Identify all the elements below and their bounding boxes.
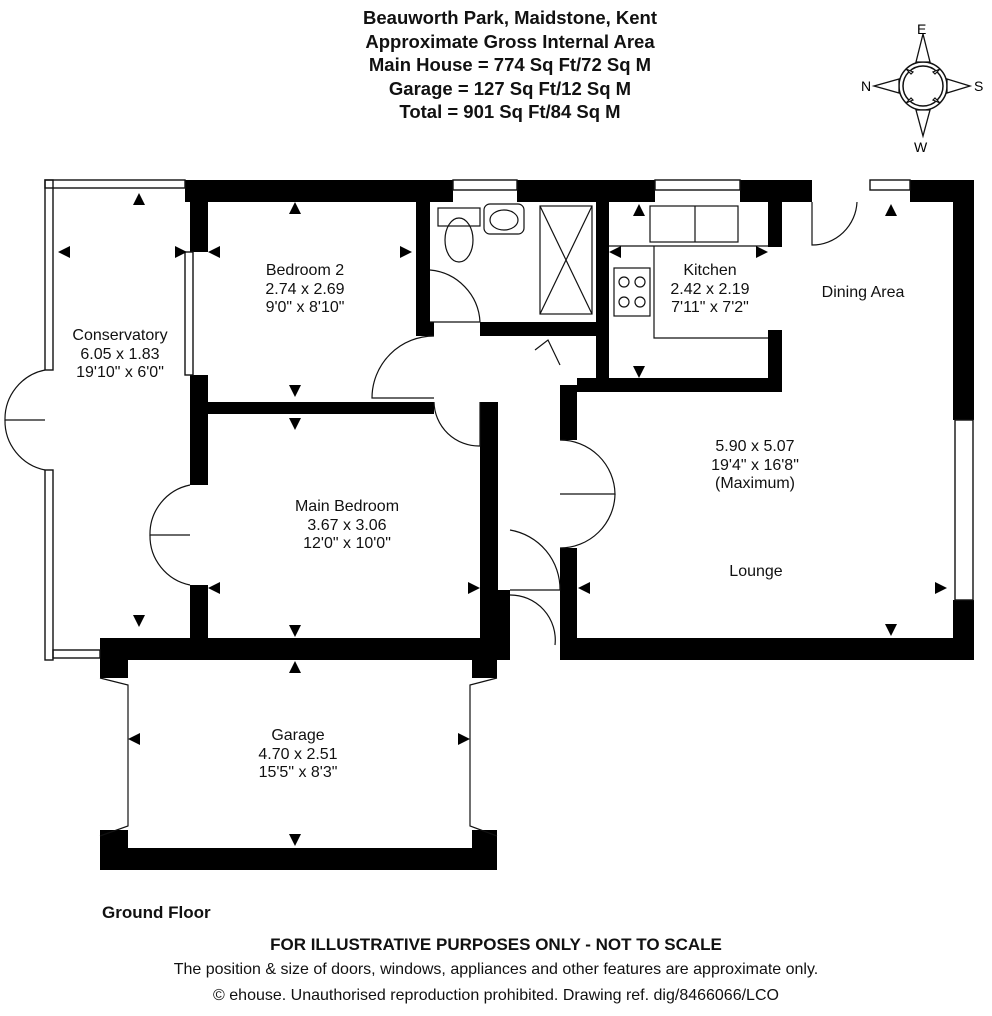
room-metric: 6.05 x 1.83	[80, 345, 160, 363]
room-metric: 2.42 x 2.19	[670, 280, 750, 298]
compass-icon: E N S W	[861, 21, 983, 155]
bathroom-fixtures	[437, 203, 593, 315]
garage-area: Garage = 127 Sq Ft/12 Sq M	[388, 77, 632, 99]
room-garage: Garage 4.70 x 2.51 15'5" x 8'3"	[228, 727, 368, 783]
compass-east-label: E	[917, 21, 926, 37]
copyright-line: © ehouse. Unauthorised reproduction proh…	[213, 987, 779, 1004]
room-name: Dining Area	[821, 284, 905, 301]
room-metric: 2.74 x 2.69	[265, 280, 345, 298]
area-title: Approximate Gross Internal Area	[365, 30, 655, 52]
compass-north-label: N	[861, 78, 871, 94]
room-name: Garage	[271, 727, 325, 744]
footer-note: The position & size of doors, windows, a…	[173, 961, 819, 978]
room-name: Lounge	[729, 563, 783, 580]
toilet-icon	[444, 217, 474, 263]
basin-icon	[489, 209, 519, 231]
room-imperial: 15'5" x 8'3"	[258, 764, 338, 781]
windows	[44, 179, 974, 661]
room-metric: 4.70 x 2.51	[258, 745, 338, 763]
property-address: Beauworth Park, Maidstone, Kent	[363, 7, 657, 28]
shower-icon	[539, 205, 593, 315]
floor-label: Ground Floor	[102, 903, 211, 922]
room-imperial: 9'0" x 8'10"	[265, 299, 345, 316]
room-imperial: 7'11" x 7'2"	[671, 299, 749, 316]
room-main-bedroom: Main Bedroom 3.67 x 3.06 12'0" x 10'0"	[262, 498, 432, 554]
disclaimer: FOR ILLUSTRATIVE PURPOSES ONLY - NOT TO …	[270, 935, 722, 954]
room-imperial: 19'4" x 16'8"	[711, 456, 799, 474]
room-imperial: 19'10" x 6'0"	[76, 364, 164, 381]
walls	[100, 180, 974, 870]
sink-icon	[649, 205, 739, 243]
compass-south-label: S	[974, 78, 983, 94]
room-dining-area: Dining Area	[800, 284, 926, 303]
room-name: Kitchen	[683, 262, 737, 279]
room-name: Bedroom 2	[265, 262, 345, 279]
floorplan-header: Beauworth Park, Maidstone, Kent Approxim…	[260, 6, 760, 124]
room-kitchen: Kitchen 2.42 x 2.19 7'11" x 7'2"	[650, 262, 770, 318]
hob-icon	[613, 267, 651, 317]
room-imperial: 12'0" x 10'0"	[303, 535, 391, 552]
room-bedroom-2: Bedroom 2 2.74 x 2.69 9'0" x 8'10"	[230, 262, 380, 318]
kitchen-fixtures	[609, 205, 768, 339]
room-lounge: Lounge	[706, 563, 806, 582]
room-metric: 5.90 x 5.07	[715, 438, 795, 455]
dimension-arrows	[58, 193, 947, 846]
room-metric: 3.67 x 3.06	[307, 516, 387, 534]
room-lounge-dimensions: 5.90 x 5.07 19'4" x 16'8" (Maximum)	[680, 438, 830, 494]
room-conservatory: Conservatory 6.05 x 1.83 19'10" x 6'0"	[52, 327, 188, 383]
total-area: Total = 901 Sq Ft/84 Sq M	[399, 101, 621, 122]
room-name: Conservatory	[72, 327, 168, 344]
room-note: (Maximum)	[715, 475, 795, 492]
main-house-area: Main House = 774 Sq Ft/72 Sq M	[368, 54, 652, 75]
doors	[4, 201, 858, 837]
room-name: Main Bedroom	[294, 498, 400, 515]
compass-west-label: W	[914, 139, 928, 155]
